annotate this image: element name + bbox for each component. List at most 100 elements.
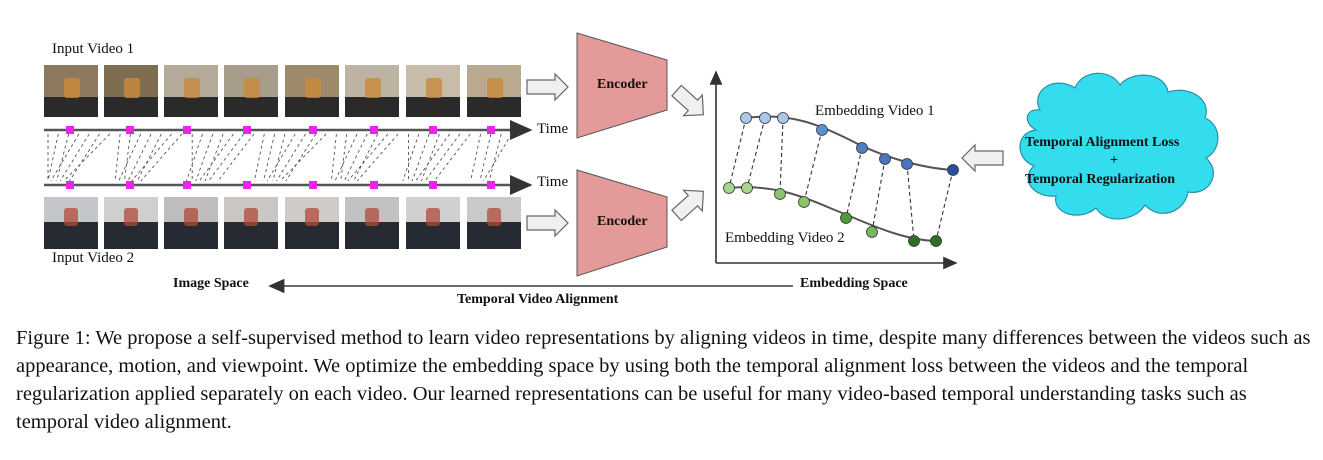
video1-frame: [104, 65, 158, 117]
embedding-point-video2: [866, 226, 878, 238]
embedding-point-video2: [741, 182, 753, 194]
loss-line2: Temporal Regularization: [1025, 172, 1175, 187]
correspondence-line: [746, 117, 766, 189]
embedding-point-video1: [947, 164, 959, 176]
frame-jar: [64, 78, 80, 98]
video1-frame: [285, 65, 339, 117]
alignment-line: [56, 133, 70, 182]
timeline-marker: [183, 126, 191, 134]
frame-table: [345, 97, 399, 117]
frame-table: [44, 97, 98, 117]
correspondence-line: [906, 163, 915, 242]
timeline-marker: [309, 181, 317, 189]
video2-frame: [104, 197, 158, 249]
timelines: [44, 120, 533, 195]
alignment-line: [63, 133, 111, 182]
video2-frame: [467, 197, 521, 249]
alignment-line: [199, 133, 234, 182]
alignment-line: [340, 133, 348, 182]
alignment-line: [123, 133, 131, 182]
frame-jar: [487, 208, 501, 226]
frame-jar: [244, 78, 260, 98]
alignment-line: [356, 133, 399, 182]
frame-jar: [426, 78, 442, 98]
embedding-point-video2: [798, 196, 810, 208]
figure-caption: Figure 1: We propose a self-supervised m…: [16, 327, 1311, 433]
loss-plus: +: [1110, 153, 1118, 168]
embedding-points: [723, 112, 959, 247]
alignment-line: [131, 133, 172, 182]
loss-cloud: [1019, 72, 1219, 220]
timeline-marker: [487, 181, 495, 189]
loss-line1: Temporal Alignment Loss: [1025, 135, 1180, 150]
alignment-line: [204, 133, 224, 182]
arrow-loss-to-embedding: [961, 143, 1004, 173]
embedding-point-video2: [723, 182, 735, 194]
alignment-line: [140, 133, 183, 182]
frame-jar: [305, 208, 319, 226]
encoder-bottom-label: Encoder: [597, 214, 648, 229]
alignment-line: [433, 133, 471, 182]
alignment-line: [347, 133, 389, 182]
correspondence-line: [935, 169, 954, 242]
frame-table: [164, 97, 218, 117]
arrow-encoder2-to-embedding: [671, 189, 704, 222]
video1-frame: [44, 65, 98, 117]
frame-jar: [124, 208, 138, 226]
video1-frame: [164, 65, 218, 117]
timeline-marker: [370, 181, 378, 189]
frame-jar: [184, 208, 198, 226]
embedding-point-video1: [759, 112, 771, 124]
alignment-line: [334, 133, 358, 182]
alignment-line: [266, 133, 296, 182]
embedding-curve-video1: [744, 115, 954, 171]
embedding-point-video1: [879, 153, 891, 165]
frame-table: [285, 222, 339, 249]
alignment-line: [330, 133, 337, 182]
video1-frames: [44, 65, 521, 117]
frame-table: [224, 222, 278, 249]
alignment-line: [483, 133, 512, 182]
frame-jar: [64, 208, 78, 226]
alignment-line: [208, 133, 245, 182]
frame-jar: [244, 208, 258, 226]
timeline-marker: [66, 126, 74, 134]
video2-frame: [44, 197, 98, 249]
alignment-line: [343, 133, 368, 182]
frame-table: [164, 222, 218, 249]
embedding-space-label: Embedding Space: [800, 276, 908, 291]
frame-alignment-lines: [47, 133, 512, 182]
alignment-line: [279, 133, 327, 182]
arrow-video1-to-encoder: [526, 72, 569, 102]
temporal-video-alignment-label: Temporal Video Alignment: [457, 292, 619, 307]
embedding-correspondence-lines: [728, 117, 954, 242]
embedding-point-video1: [777, 112, 789, 124]
frame-table: [467, 97, 521, 117]
time-label-top: Time: [537, 121, 569, 137]
correspondence-line: [779, 117, 784, 195]
embedding-point-video1: [740, 112, 752, 124]
correspondence-line: [845, 147, 863, 219]
alignment-line: [195, 133, 214, 182]
alignment-line: [47, 133, 59, 182]
frame-table: [467, 222, 521, 249]
alignment-line: [415, 133, 451, 182]
frame-jar: [365, 208, 379, 226]
frame-jar: [184, 78, 200, 98]
correspondence-line: [871, 158, 886, 233]
alignment-line: [127, 133, 152, 182]
time-label-bottom: Time: [537, 174, 569, 190]
video2-frame: [285, 197, 339, 249]
encoder-top-label: Encoder: [597, 77, 648, 92]
alignment-line: [114, 133, 121, 182]
alignment-line: [253, 133, 265, 182]
timeline-marker: [429, 126, 437, 134]
frame-table: [406, 97, 460, 117]
alignment-line: [411, 133, 430, 182]
timeline-marker: [370, 126, 378, 134]
video1-frame: [345, 65, 399, 117]
image-space-label: Image Space: [173, 276, 249, 291]
arrow-encoder1-to-embedding: [671, 84, 704, 117]
alignment-line: [217, 133, 255, 182]
alignment-line: [263, 133, 276, 182]
